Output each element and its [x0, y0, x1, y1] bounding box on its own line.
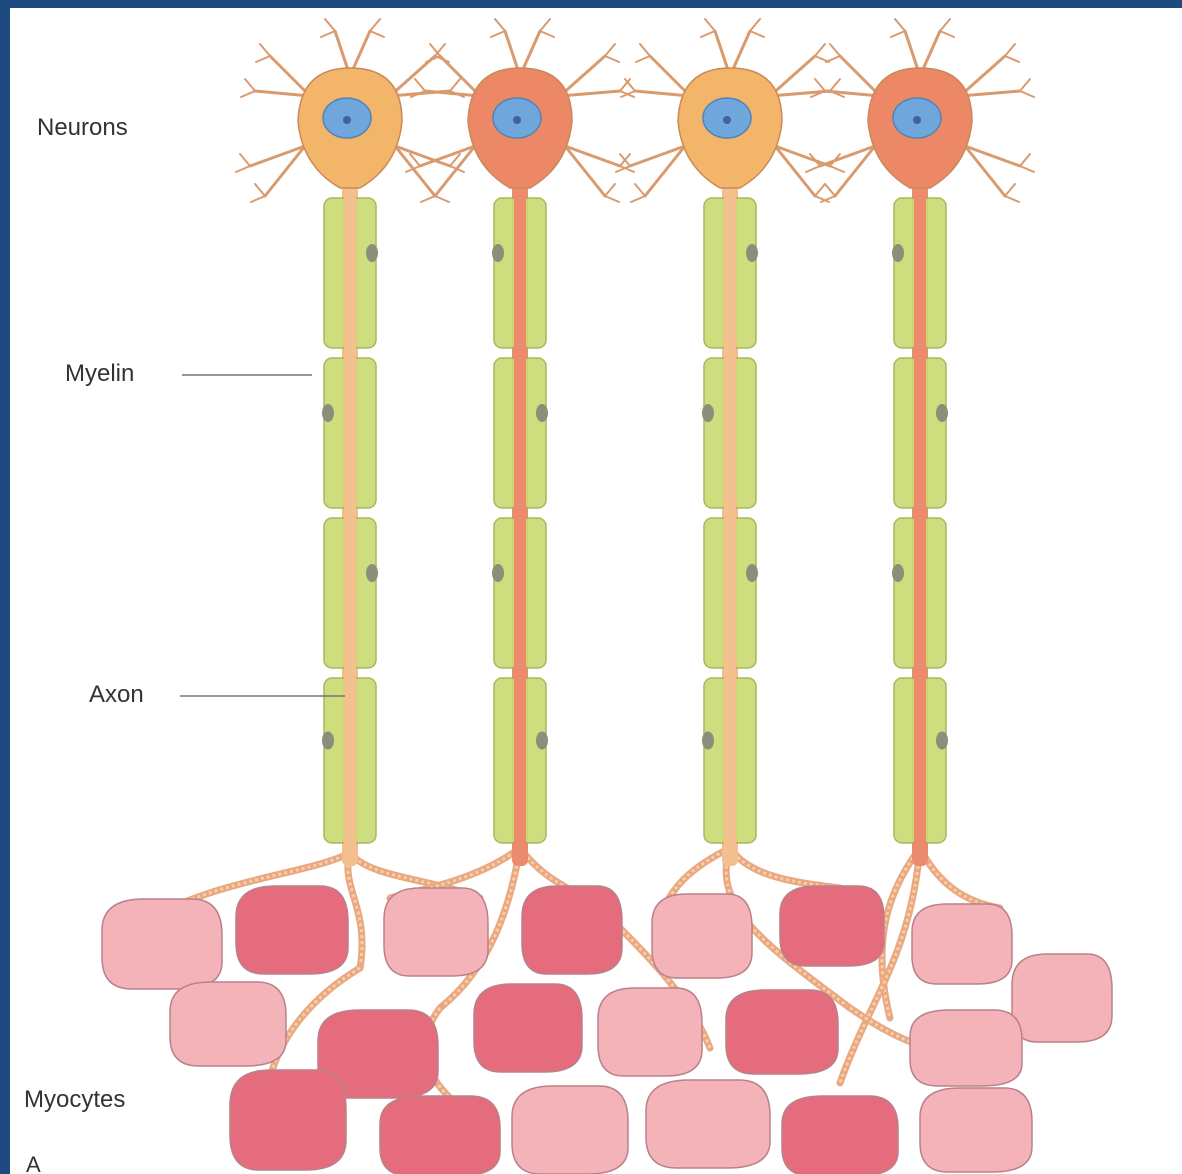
dendrite-tip [605, 184, 619, 202]
schwann-nucleus [936, 404, 948, 422]
schwann-nucleus [536, 732, 548, 750]
dendrite-tip [426, 44, 440, 62]
neurons-label: Neurons [37, 114, 128, 142]
nucleolus [723, 116, 731, 124]
dendrite-tip [815, 44, 829, 62]
axon-label: Axon [89, 681, 144, 709]
dendrite [270, 56, 310, 96]
schwann-nucleus [746, 244, 758, 262]
figure-panel: Neurons Myelin Axon Myocytes A [10, 8, 1182, 1174]
dendrite-tip [631, 184, 645, 202]
schwann-nucleus [492, 564, 504, 582]
myocyte [380, 1096, 500, 1174]
myocyte [102, 899, 222, 989]
dendrite-tip [830, 79, 844, 97]
myocyte [384, 888, 488, 976]
dendrite [825, 91, 880, 96]
dendrite-tip [321, 19, 335, 37]
dendrite-tip [421, 184, 435, 202]
myocyte [1012, 954, 1112, 1042]
schwann-nucleus [702, 732, 714, 750]
dendrite-tip [540, 19, 554, 37]
dendrite-tip [636, 44, 650, 62]
dendrite-tip [1020, 154, 1034, 172]
myocyte [780, 886, 884, 966]
panel-letter: A [26, 1152, 41, 1174]
myocyte [236, 886, 348, 974]
myocyte [512, 1086, 628, 1174]
myocyte [598, 988, 702, 1076]
dendrite [770, 56, 815, 96]
nucleolus [913, 116, 921, 124]
schwann-nucleus [322, 732, 334, 750]
dendrite-tip [256, 44, 270, 62]
dendrite-tip [491, 19, 505, 37]
axon-core [344, 166, 356, 866]
myocyte [782, 1096, 898, 1174]
dendrite [960, 56, 1005, 96]
myocyte [230, 1070, 346, 1170]
dendrite-tip [370, 19, 384, 37]
schwann-nucleus [702, 404, 714, 422]
axon-core [514, 166, 526, 866]
schwann-nucleus [366, 244, 378, 262]
dendrite [635, 91, 690, 96]
dendrite-tip [1005, 44, 1019, 62]
dendrite [560, 91, 620, 96]
dendrite [960, 91, 1020, 96]
axon-core [724, 166, 736, 866]
dendrite-tip [826, 44, 840, 62]
dendrite-tip [891, 19, 905, 37]
nucleolus [343, 116, 351, 124]
myocyte [646, 1080, 770, 1168]
dendrite [840, 56, 880, 96]
dendrite-tip [701, 19, 715, 37]
axon-core [914, 166, 926, 866]
myocytes-label: Myocytes [24, 1086, 125, 1114]
dendrite-tip [236, 154, 250, 172]
motor-unit-diagram [10, 8, 1182, 1174]
myocyte [522, 886, 622, 974]
myocyte [726, 990, 838, 1074]
myocyte [920, 1088, 1032, 1172]
neuron [616, 19, 844, 202]
neuron [406, 19, 634, 202]
dendrite-tip [750, 19, 764, 37]
myelin-label: Myelin [65, 360, 134, 388]
schwann-nucleus [936, 732, 948, 750]
dendrite-tip [811, 79, 825, 97]
dendrite [650, 56, 690, 96]
dendrite-tip [1020, 79, 1034, 97]
schwann-nucleus [492, 244, 504, 262]
axon-terminal-branch [348, 853, 362, 968]
dendrite [255, 91, 310, 96]
dendrite [560, 56, 605, 96]
schwann-nucleus [746, 564, 758, 582]
axon-terminal-branch [730, 848, 840, 888]
myocyte [474, 984, 582, 1072]
schwann-nucleus [366, 564, 378, 582]
schwann-nucleus [322, 404, 334, 422]
dendrite-tip [251, 184, 265, 202]
myocyte [170, 982, 286, 1066]
schwann-nucleus [536, 404, 548, 422]
dendrite-tip [1005, 184, 1019, 202]
schwann-nucleus [892, 564, 904, 582]
axon-terminal-branch-inner [920, 848, 1000, 908]
dendrite-tip [605, 44, 619, 62]
dendrite-tip [940, 19, 954, 37]
myocyte [652, 894, 752, 978]
neuron [236, 19, 464, 202]
axon-terminal-branch [920, 848, 1000, 908]
myocyte [912, 904, 1012, 984]
myocyte [910, 1010, 1022, 1086]
dendrite-tip [241, 79, 255, 97]
nucleolus [513, 116, 521, 124]
schwann-nucleus [892, 244, 904, 262]
neuron [806, 19, 1034, 202]
